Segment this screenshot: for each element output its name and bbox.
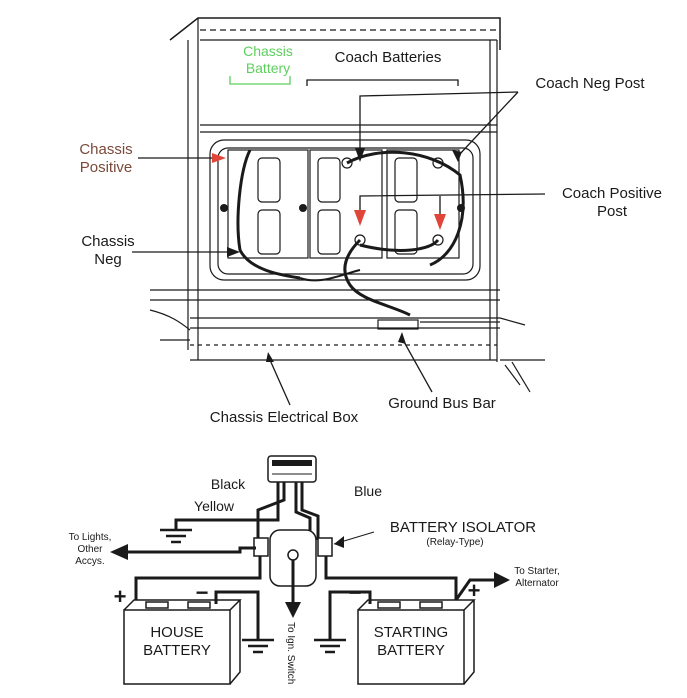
to-starter-label: To Starter,Alternator xyxy=(514,566,560,589)
house-plus-sign: + xyxy=(114,584,127,609)
callout-lines xyxy=(132,76,546,406)
callout-arrowheads xyxy=(212,148,462,362)
blue-wire-label: Blue xyxy=(354,483,382,499)
switch-icon xyxy=(267,455,317,483)
chassis-electrical-box-label: Chassis Electrical Box xyxy=(210,409,359,426)
bottom-labels: Black Yellow Blue BATTERY ISOLATOR (Rela… xyxy=(69,476,560,684)
yellow-wire-label: Yellow xyxy=(194,498,235,514)
black-wire-label: Black xyxy=(211,476,246,492)
house-battery-icon xyxy=(123,609,231,685)
to-ign-switch-label: To Ign. Switch xyxy=(285,622,296,684)
battery-isolator-diagram xyxy=(110,455,510,685)
ground-bus-bar-label: Ground Bus Bar xyxy=(388,395,496,412)
house-minus-sign: − xyxy=(196,580,209,605)
starting-plus-sign: + xyxy=(468,578,481,603)
starting-battery-icon xyxy=(357,609,465,685)
starting-minus-sign: − xyxy=(349,580,362,605)
chassis-box-diagram xyxy=(149,17,545,393)
coach-neg-post-label: Coach Neg Post xyxy=(535,75,645,92)
coach-batteries-label: Coach Batteries xyxy=(335,49,442,66)
relay-type-label: (Relay-Type) xyxy=(426,537,483,548)
battery-isolator-label: BATTERY ISOLATOR xyxy=(390,519,536,536)
